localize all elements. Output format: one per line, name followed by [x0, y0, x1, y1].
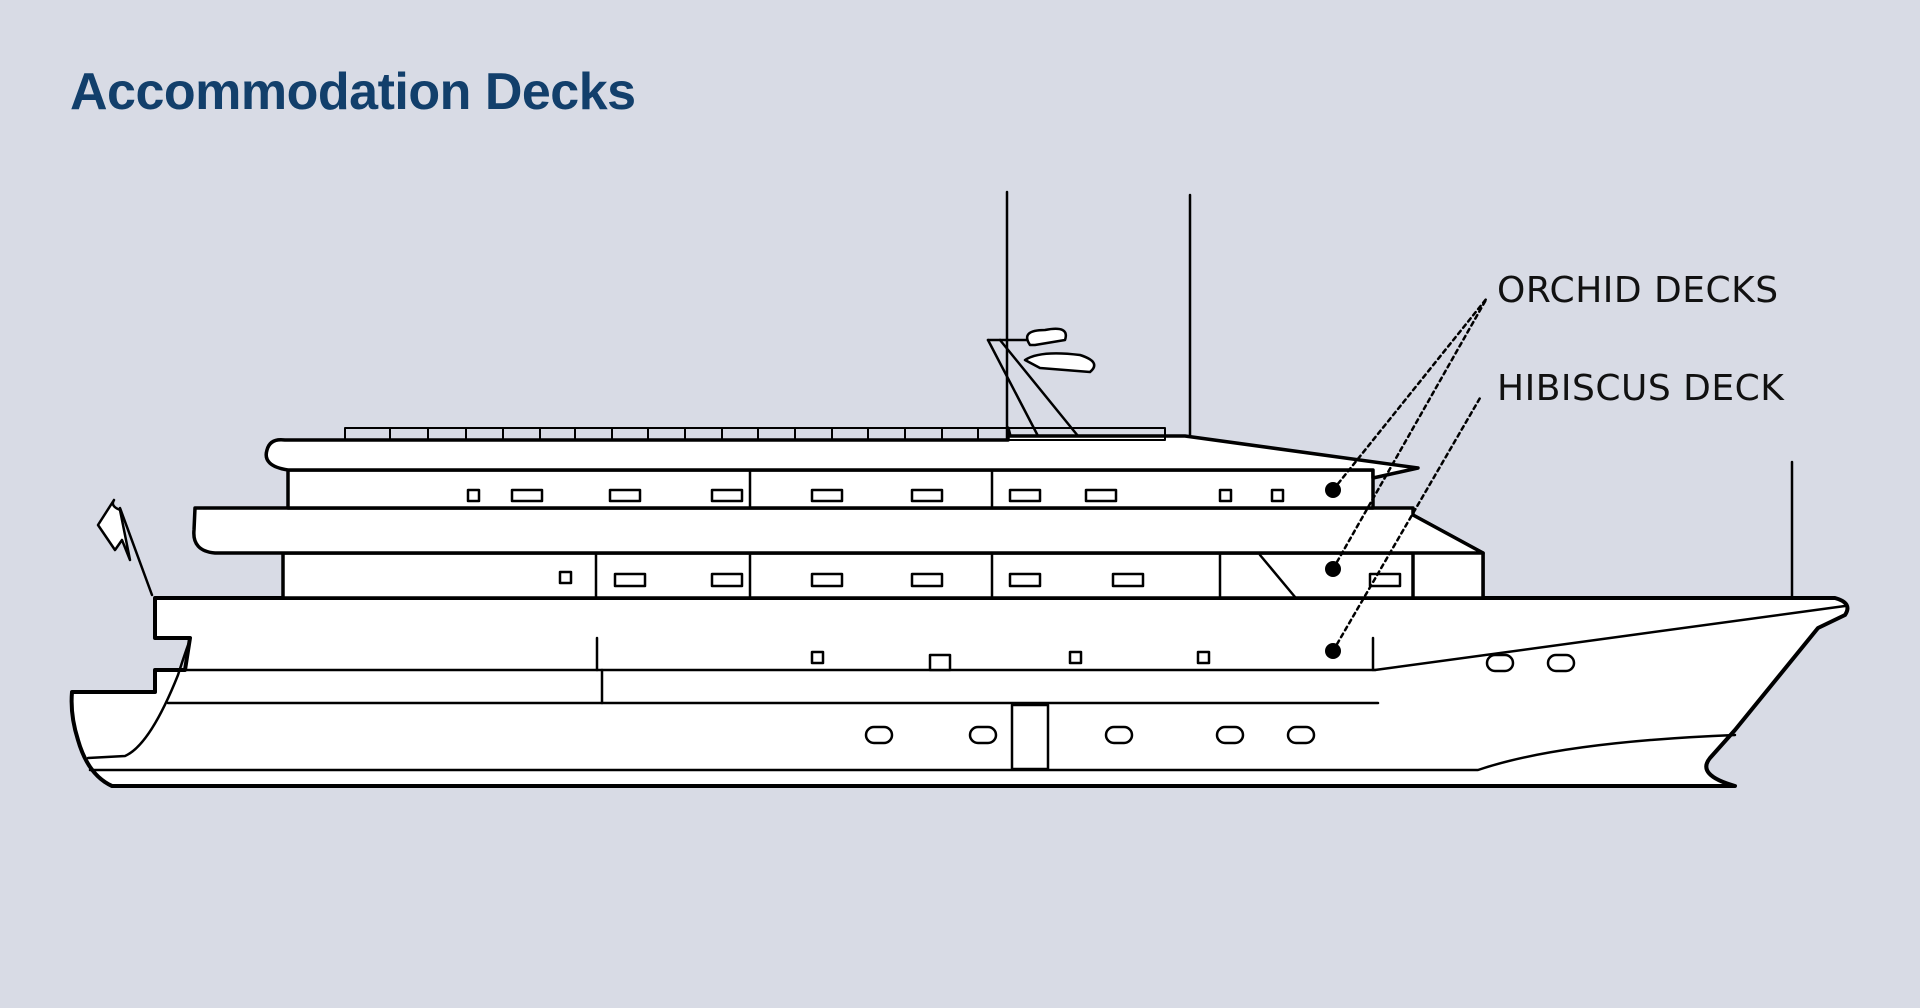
windows: [466, 488, 1576, 745]
masts: [1005, 190, 1794, 600]
hibiscus-marker: [1325, 643, 1341, 659]
deck-markers: [1325, 482, 1341, 659]
ship-hull: [69, 596, 1850, 788]
stern-flag-icon: [96, 498, 132, 562]
hibiscus-deck-label: HIBISCUS DECK: [1497, 368, 1785, 409]
radar-mast: [986, 327, 1096, 438]
orchid-upper-marker: [1325, 482, 1341, 498]
deck-orchid-lower: [281, 551, 1485, 600]
leader-lines: [1331, 296, 1489, 653]
promenade-deck: [192, 506, 1485, 555]
orchid-decks-label: ORCHID DECKS: [1497, 270, 1779, 311]
orchid-lower-marker: [1325, 561, 1341, 577]
sun-deck: [264, 426, 1420, 480]
page-title: Accommodation Decks: [70, 63, 636, 121]
